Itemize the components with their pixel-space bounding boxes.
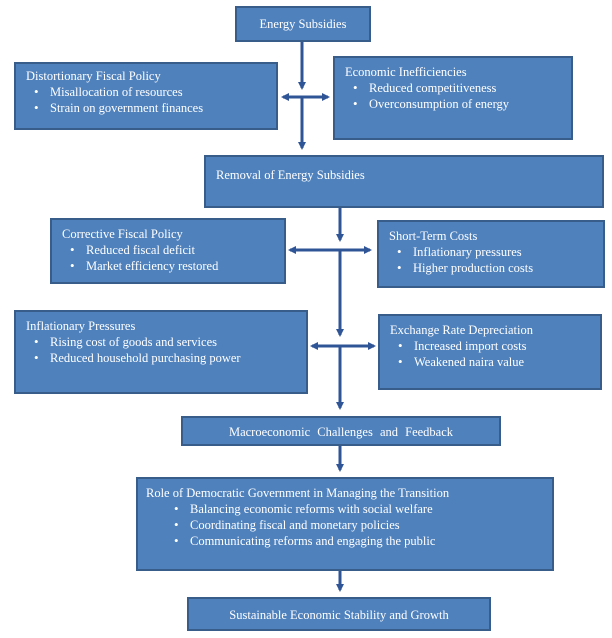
corrective-fiscal-policy-title: Corrective Fiscal Policy [62, 227, 183, 241]
bullet-weakened-naira: Weakened naira value [390, 354, 590, 370]
short-term-costs-title: Short-Term Costs [389, 229, 478, 243]
bullet-misallocation: Misallocation of resources [26, 84, 266, 100]
bullet-higher-production-costs: Higher production costs [389, 260, 593, 276]
bullet-balancing-reforms: Balancing economic reforms with social w… [146, 501, 542, 517]
macroeconomic-challenges-box: Macroeconomic Challenges and Feedback [181, 416, 501, 446]
removal-title: Removal of Energy Subsidies [216, 168, 365, 182]
exchange-rate-depreciation-box: Exchange Rate Depreciation Increased imp… [378, 314, 602, 390]
removal-of-energy-subsidies-box: Removal of Energy Subsidies [204, 155, 604, 208]
sustainable-growth-title: Sustainable Economic Stability and Growt… [229, 608, 449, 622]
economic-inefficiencies-title: Economic Inefficiencies [345, 65, 467, 79]
bullet-strain-finances: Strain on government finances [26, 100, 266, 116]
sustainable-growth-box: Sustainable Economic Stability and Growt… [187, 597, 491, 631]
macroeconomic-title: Macroeconomic Challenges and Feedback [228, 425, 454, 439]
bullet-rising-cost: Rising cost of goods and services [26, 334, 294, 350]
exchange-rate-title: Exchange Rate Depreciation [390, 323, 533, 337]
bullet-reduced-purchasing-power: Reduced household purchasing power [26, 350, 294, 366]
energy-subsidies-box: Energy Subsidies [235, 6, 371, 42]
energy-subsidies-title: Energy Subsidies [259, 17, 347, 31]
bullet-reduced-deficit: Reduced fiscal deficit [62, 242, 274, 258]
bullet-coordinating-policies: Coordinating fiscal and monetary policie… [146, 517, 542, 533]
bullet-reduced-competitiveness: Reduced competitiveness [345, 80, 559, 96]
bullet-overconsumption: Overconsumption of energy [345, 96, 559, 112]
inflationary-pressures-title: Inflationary Pressures [26, 319, 136, 333]
bullet-market-efficiency: Market efficiency restored [62, 258, 274, 274]
economic-inefficiencies-box: Economic Inefficiencies Reduced competit… [333, 56, 573, 140]
bullet-communicating-reforms: Communicating reforms and engaging the p… [146, 533, 542, 549]
short-term-costs-box: Short-Term Costs Inflationary pressures … [377, 220, 605, 288]
role-of-government-box: Role of Democratic Government in Managin… [136, 477, 554, 571]
distortionary-fiscal-policy-title: Distortionary Fiscal Policy [26, 69, 161, 83]
bullet-inflationary-pressures: Inflationary pressures [389, 244, 593, 260]
corrective-fiscal-policy-box: Corrective Fiscal Policy Reduced fiscal … [50, 218, 286, 284]
role-title: Role of Democratic Government in Managin… [146, 486, 450, 500]
distortionary-fiscal-policy-box: Distortionary Fiscal Policy Misallocatio… [14, 62, 278, 130]
inflationary-pressures-box: Inflationary Pressures Rising cost of go… [14, 310, 308, 394]
bullet-import-costs: Increased import costs [390, 338, 590, 354]
